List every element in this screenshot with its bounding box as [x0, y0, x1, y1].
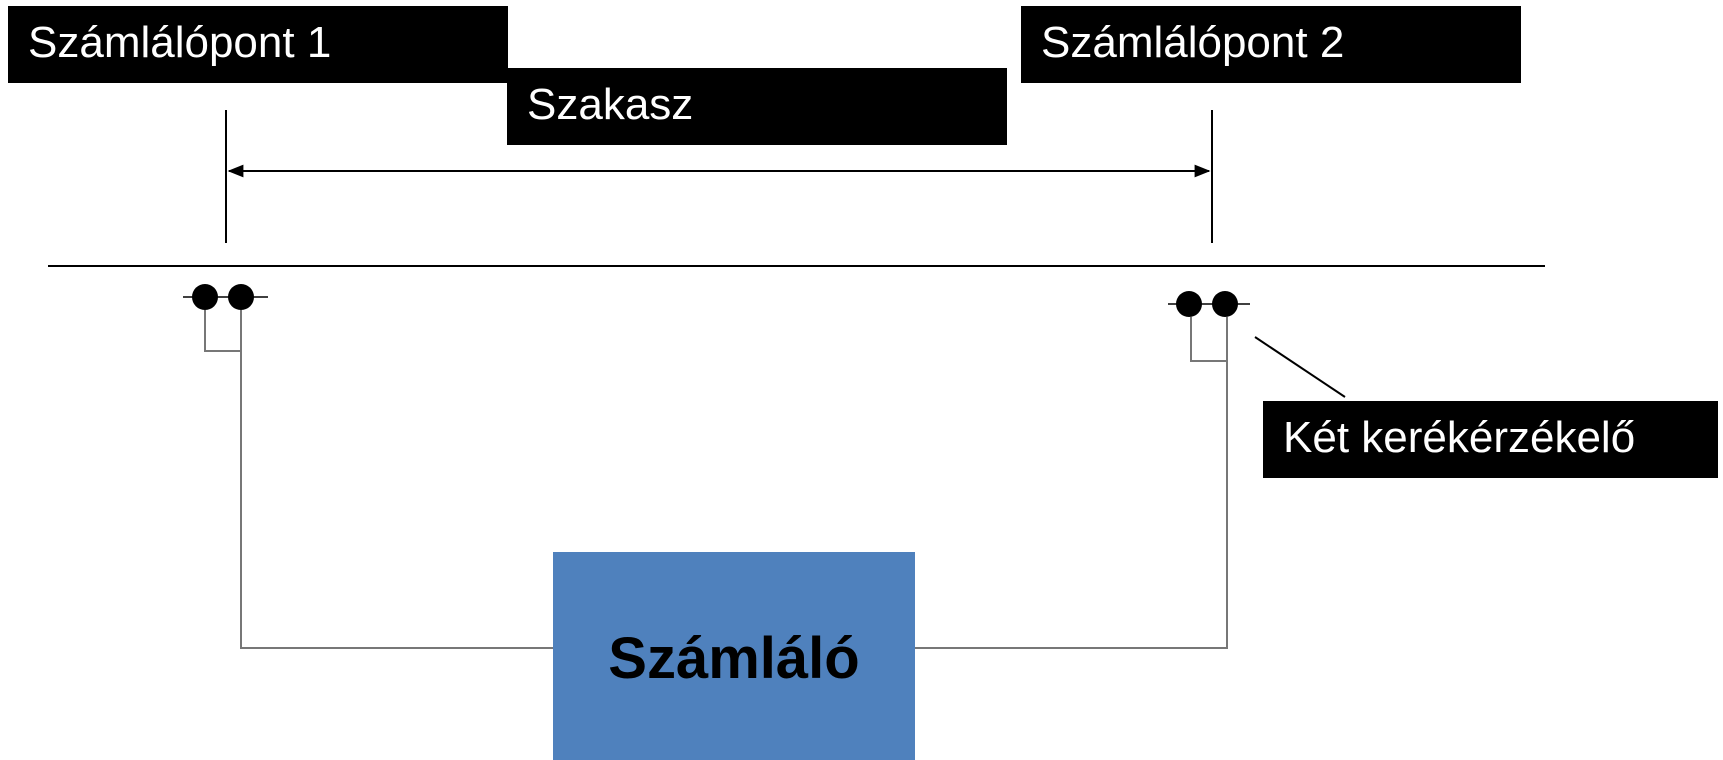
counter-box: Számláló [553, 552, 915, 760]
wire-sensor-1-to-counter [240, 351, 553, 649]
section-label: Szakasz [507, 68, 1007, 145]
counter-title: Számláló [608, 626, 860, 691]
wire-sensor-2-to-counter [915, 361, 1228, 649]
sensor-label-pointer [1254, 336, 1346, 398]
wheel-sensor-pair-1 [183, 284, 268, 352]
wheel-sensor-icon [228, 284, 254, 310]
counting-point-2-label: Számlálópont 2 [1021, 6, 1521, 83]
wheel-sensor-icon [1212, 291, 1238, 317]
wheel-sensor-icon [1176, 291, 1202, 317]
wheel-sensors-label: Két kerékérzékelő [1263, 401, 1718, 478]
wheel-sensor-icon [192, 284, 218, 310]
wheel-sensor-pair-2 [1168, 291, 1250, 362]
counting-point-1-label: Számlálópont 1 [8, 6, 508, 83]
